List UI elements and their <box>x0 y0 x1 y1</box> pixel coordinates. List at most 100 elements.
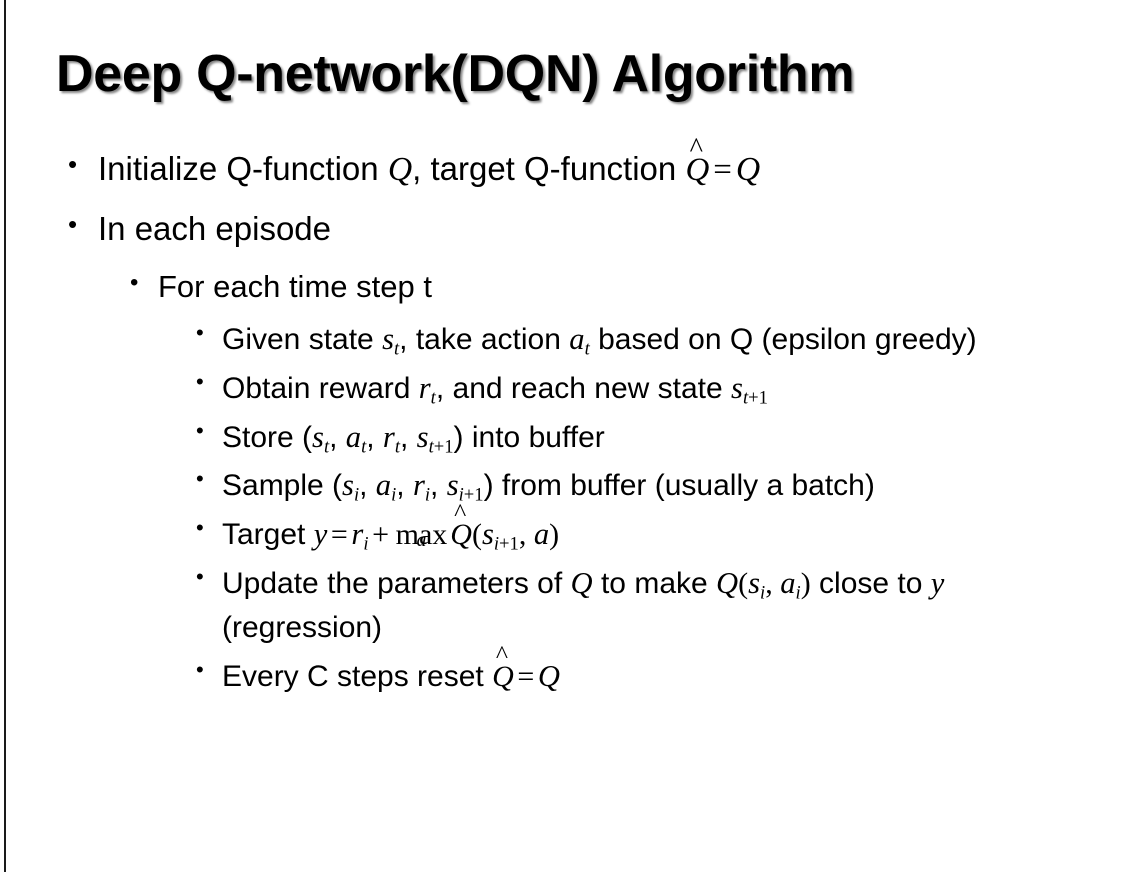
math-var-r: r <box>418 370 431 405</box>
bullet-every-c-steps: • Every C steps reset ^Q=Q <box>0 641 1124 699</box>
math-q-hat: ^Q <box>450 500 472 557</box>
math-var-r1: r <box>382 419 395 454</box>
text-run: Every C steps reset <box>222 659 493 693</box>
slide-left-edge-rule <box>4 0 6 872</box>
bullet-for-each-time-step: • For each time step t <box>0 267 1124 307</box>
math-var-qhat-base: Q <box>492 659 514 693</box>
text-run: Given state <box>222 323 383 357</box>
math-sub-t: t <box>584 338 590 360</box>
math-q-hat: ^Q <box>492 641 514 699</box>
math-sub-t-plus-1: t+1 <box>743 387 768 408</box>
bullet-glyph: • <box>196 564 204 590</box>
sub-var: t <box>742 387 749 409</box>
text-run: , <box>396 469 413 503</box>
text-run: Sample ( <box>222 469 343 503</box>
max-underscript: a <box>416 529 427 552</box>
bullet-in-each-episode: • In each episode <box>0 208 1124 251</box>
sub-var: t <box>428 436 434 458</box>
math-paren-open: ( <box>738 567 749 601</box>
max-label: max <box>395 518 448 552</box>
math-paren-close: ) <box>549 518 560 552</box>
math-var-s: s <box>382 322 394 357</box>
bullet-store: • Store (st, at, rt, st+1) into buffer <box>0 415 1124 460</box>
math-var-a: a <box>569 322 585 357</box>
math-var-a1: a <box>375 468 392 503</box>
hat-accent: ^ <box>689 132 703 164</box>
math-var-a: a <box>780 566 796 601</box>
math-var-q2: Q <box>716 566 739 601</box>
sub-offset: +1 <box>433 436 454 458</box>
math-sub-i: i <box>760 582 766 604</box>
sub-offset: +1 <box>748 387 768 409</box>
bullet-glyph: • <box>196 368 204 394</box>
slide-body-list: • Initialize Q-function Q, target Q-func… <box>0 134 1124 702</box>
text-run: close to <box>810 567 931 601</box>
math-var-s1: s <box>342 468 354 503</box>
text-run: , <box>400 420 417 454</box>
math-sub-i: i <box>424 485 431 507</box>
text-run: , <box>359 469 376 503</box>
bullet-for-each-time-step-text: For each time step t <box>158 268 432 304</box>
text-run: to make <box>592 567 717 601</box>
math-var-q: Q <box>387 151 413 188</box>
math-var-r: r <box>351 517 364 552</box>
math-var-qhat-base: Q <box>685 152 710 188</box>
math-var-s2: s <box>446 468 459 503</box>
math-var-a1: a <box>345 419 362 454</box>
math-equals: = <box>713 152 732 188</box>
bullet-update-parameters: • Update the parameters of Q to make Q(s… <box>0 561 1124 650</box>
bullet-glyph: • <box>130 268 139 296</box>
text-run: Obtain reward <box>222 371 419 405</box>
bullet-given-state-text: Given state st, take action at based on … <box>222 317 1098 362</box>
math-var-s: s <box>731 370 743 405</box>
text-run: Store ( <box>222 420 313 454</box>
hat-accent: ^ <box>495 639 509 669</box>
math-var-y: y <box>313 517 328 552</box>
slide-title: Deep Q-network(DQN) Algorithm <box>56 45 855 103</box>
text-run: (regression) <box>222 610 383 644</box>
bullet-glyph: • <box>196 466 204 492</box>
math-var-qhat-base: Q <box>450 518 472 552</box>
hat-accent: ^ <box>454 498 467 528</box>
bullet-given-state: • Given state st, take action at based o… <box>0 317 1124 362</box>
math-plus: + <box>372 518 390 552</box>
text-run: based on Q (epsilon greedy) <box>589 323 977 357</box>
math-equals: = <box>330 518 348 552</box>
math-sub-i: i <box>363 533 369 555</box>
math-sub-t: t <box>361 436 367 458</box>
text-run: , take action <box>399 323 570 357</box>
text-run: , <box>329 420 346 454</box>
math-sub-i-plus-1: i+1 <box>494 534 519 555</box>
text-run: , and reach new state <box>435 371 732 405</box>
bullet-sample: • Sample (si, ai, ri, si+1) from buffer … <box>0 463 1124 508</box>
bullet-glyph: • <box>68 149 78 179</box>
bullet-every-c-steps-text: Every C steps reset ^Q=Q <box>222 641 1098 699</box>
bullet-initialize-text: Initialize Q-function Q, target Q-functi… <box>98 134 1124 192</box>
text-run: , target Q-function <box>412 150 686 187</box>
math-sub-i: i <box>391 485 397 507</box>
bullet-glyph: • <box>68 208 78 239</box>
bullet-initialize: • Initialize Q-function Q, target Q-func… <box>0 134 1124 192</box>
bullet-store-text: Store (st, at, rt, st+1) into buffer <box>222 415 1098 460</box>
math-var-s: s <box>481 517 494 552</box>
math-var-s2: s <box>416 419 429 454</box>
math-var-q2: Q <box>735 151 761 188</box>
text-run: ) from buffer (usually a batch) <box>483 469 875 503</box>
sub-offset: +1 <box>463 485 484 507</box>
math-paren-close: ) <box>800 567 811 601</box>
math-sub-i: i <box>795 582 801 604</box>
math-var-s: s <box>748 566 761 601</box>
math-comma: , <box>518 518 534 552</box>
math-equals: = <box>517 659 535 693</box>
bullet-in-each-episode-text: In each episode <box>98 209 332 247</box>
text-run: Update the parameters of <box>222 567 571 601</box>
math-sub-t: t <box>430 387 436 409</box>
math-paren-open: ( <box>471 518 482 552</box>
bullet-obtain-reward-text: Obtain reward rt, and reach new state st… <box>222 366 1098 411</box>
math-var-q1: Q <box>570 566 593 601</box>
math-sub-i: i <box>353 485 360 507</box>
